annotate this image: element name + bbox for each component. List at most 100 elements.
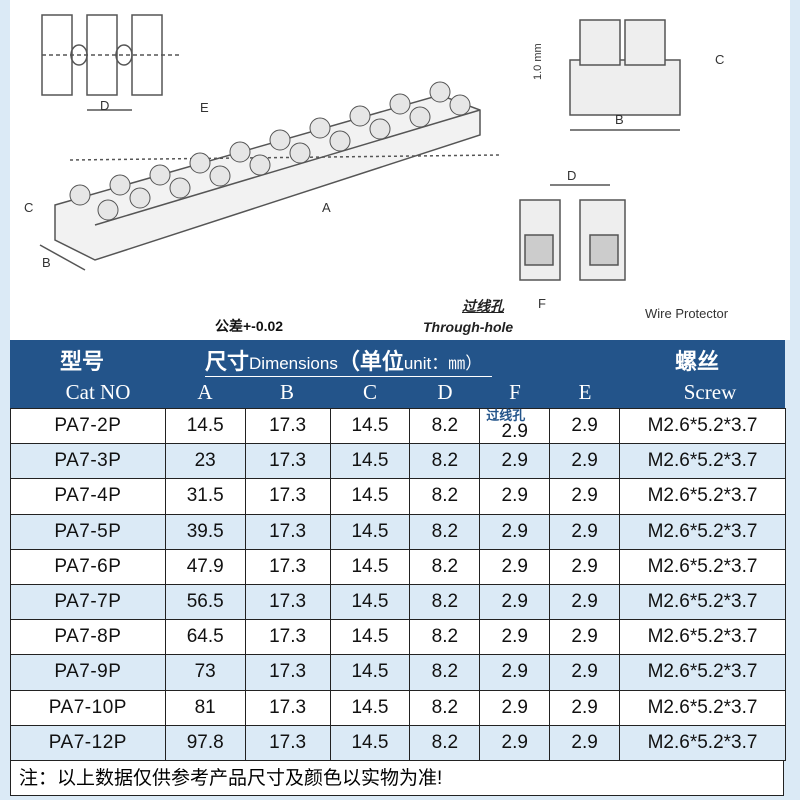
cell-a: 81: [164, 689, 246, 726]
cell-d: 8.2: [409, 583, 481, 621]
cell-f: 2.9: [479, 478, 551, 515]
cell-f: 2.9: [479, 654, 551, 691]
cell-b: 17.3: [244, 548, 331, 585]
cell-value: 14.5: [351, 731, 389, 753]
cell-a: 39.5: [164, 513, 246, 550]
cell-screw: M2.6*5.2*3.7: [619, 724, 786, 761]
cell-value: 2.9: [501, 450, 528, 472]
cell-value: 39.5: [186, 520, 224, 542]
cell-value: 14.5: [351, 485, 389, 507]
col-header: D: [437, 380, 453, 404]
cell-c: 14.5: [329, 443, 411, 480]
cell-value: 17.3: [269, 485, 307, 507]
dim-label: E: [200, 100, 209, 115]
cell-value: 14.5: [351, 555, 389, 577]
cell-c: 14.5: [329, 654, 411, 691]
cell-cat-no: PA7-9P: [10, 654, 166, 691]
cell-value: 8.2: [431, 626, 459, 648]
cell-cat-no: PA7-3P: [10, 443, 166, 480]
dim-label: A: [322, 200, 331, 215]
cell-value: 47.9: [186, 555, 224, 577]
cell-value: PA7-4P: [54, 485, 122, 507]
through-hole-label: Through-hole: [423, 319, 514, 335]
cell-value: 8.2: [431, 450, 459, 472]
cell-value: 14.5: [351, 415, 389, 437]
dim-label: C: [715, 52, 725, 67]
cell-value: 14.5: [351, 661, 389, 683]
cell-b: 17.3: [244, 654, 331, 691]
col-header: F: [509, 380, 521, 404]
cell-value: 17.3: [269, 415, 307, 437]
table-header: 型号 尺寸Dimensions（单位unit：㎜） 螺丝 Cat NO A B …: [10, 340, 785, 408]
cell-value: 14.5: [351, 520, 389, 542]
cell-value: 17.3: [269, 555, 307, 577]
cell-value: M2.6*5.2*3.7: [647, 520, 758, 542]
cell-value: M2.6*5.2*3.7: [647, 555, 758, 577]
cell-value: M2.6*5.2*3.7: [647, 696, 758, 718]
cell-b: 17.3: [244, 513, 331, 550]
cell-cat-no: PA7-7P: [10, 583, 166, 621]
cell-d: 8.2: [409, 478, 481, 515]
cell-value: 97.8: [186, 731, 224, 753]
cell-f: 2.9: [479, 619, 551, 656]
cell-value: 17.3: [269, 661, 307, 683]
cell-value: PA7-12P: [48, 731, 127, 753]
cell-f: 2.9: [479, 689, 551, 726]
cell-b: 17.3: [244, 619, 331, 656]
cell-a: 56.5: [164, 583, 246, 621]
cell-value: 17.3: [269, 731, 307, 753]
cell-value: 2.9: [571, 485, 598, 507]
cell-value: 2.9: [571, 591, 598, 613]
cell-e: 2.9: [549, 689, 621, 726]
cell-c: 14.5: [329, 619, 411, 656]
cell-value: 8.2: [431, 520, 459, 542]
cell-value: PA7-5P: [54, 520, 122, 542]
cell-value: 2.9: [571, 661, 598, 683]
dim-label: D: [100, 98, 110, 113]
cell-a: 23: [164, 443, 246, 480]
cell-value: M2.6*5.2*3.7: [647, 661, 758, 683]
cell-value: 2.9: [501, 591, 528, 613]
cell-value: 2.9: [571, 555, 598, 577]
cell-value: 2.9: [501, 626, 528, 648]
cell-value: M2.6*5.2*3.7: [647, 591, 758, 613]
cell-value: 8.2: [431, 731, 459, 753]
cell-d: 8.2: [409, 654, 481, 691]
cell-screw: M2.6*5.2*3.7: [619, 548, 786, 585]
cell-value: 23: [194, 450, 216, 472]
cell-value: 2.9: [501, 421, 528, 442]
cell-c: 14.5: [329, 548, 411, 585]
cell-cat-no: PA7-5P: [10, 513, 166, 550]
cell-cat-no: PA7-10P: [10, 689, 166, 726]
cell-a: 73: [164, 654, 246, 691]
cell-e: 2.9: [549, 724, 621, 761]
cell-d: 8.2: [409, 619, 481, 656]
cell-b: 17.3: [244, 478, 331, 515]
cell-value: PA7-2P: [54, 415, 122, 437]
cell-value: 17.3: [269, 450, 307, 472]
technical-drawing: D E A B C 1.0 mm C B D F: [10, 0, 790, 340]
cell-screw: M2.6*5.2*3.7: [619, 478, 786, 515]
dim-label: F: [538, 296, 546, 311]
cell-b: 17.3: [244, 583, 331, 621]
cell-value: 17.3: [269, 591, 307, 613]
cell-value: 17.3: [269, 696, 307, 718]
cell-d: 8.2: [409, 443, 481, 480]
cell-b: 17.3: [244, 407, 331, 445]
cell-value: M2.6*5.2*3.7: [647, 450, 758, 472]
cell-e: 2.9: [549, 443, 621, 480]
header-screw-cn: 螺丝: [675, 349, 720, 375]
cell-value: 2.9: [501, 731, 528, 753]
cell-c: 14.5: [329, 724, 411, 761]
cell-f: 2.9: [479, 513, 551, 550]
cell-value: 8.2: [431, 591, 459, 613]
cell-c: 14.5: [329, 478, 411, 515]
cell-value: PA7-10P: [48, 696, 127, 718]
cell-value: 2.9: [501, 520, 528, 542]
cell-value: 2.9: [501, 661, 528, 683]
header-cat-cn: 型号: [60, 349, 105, 375]
